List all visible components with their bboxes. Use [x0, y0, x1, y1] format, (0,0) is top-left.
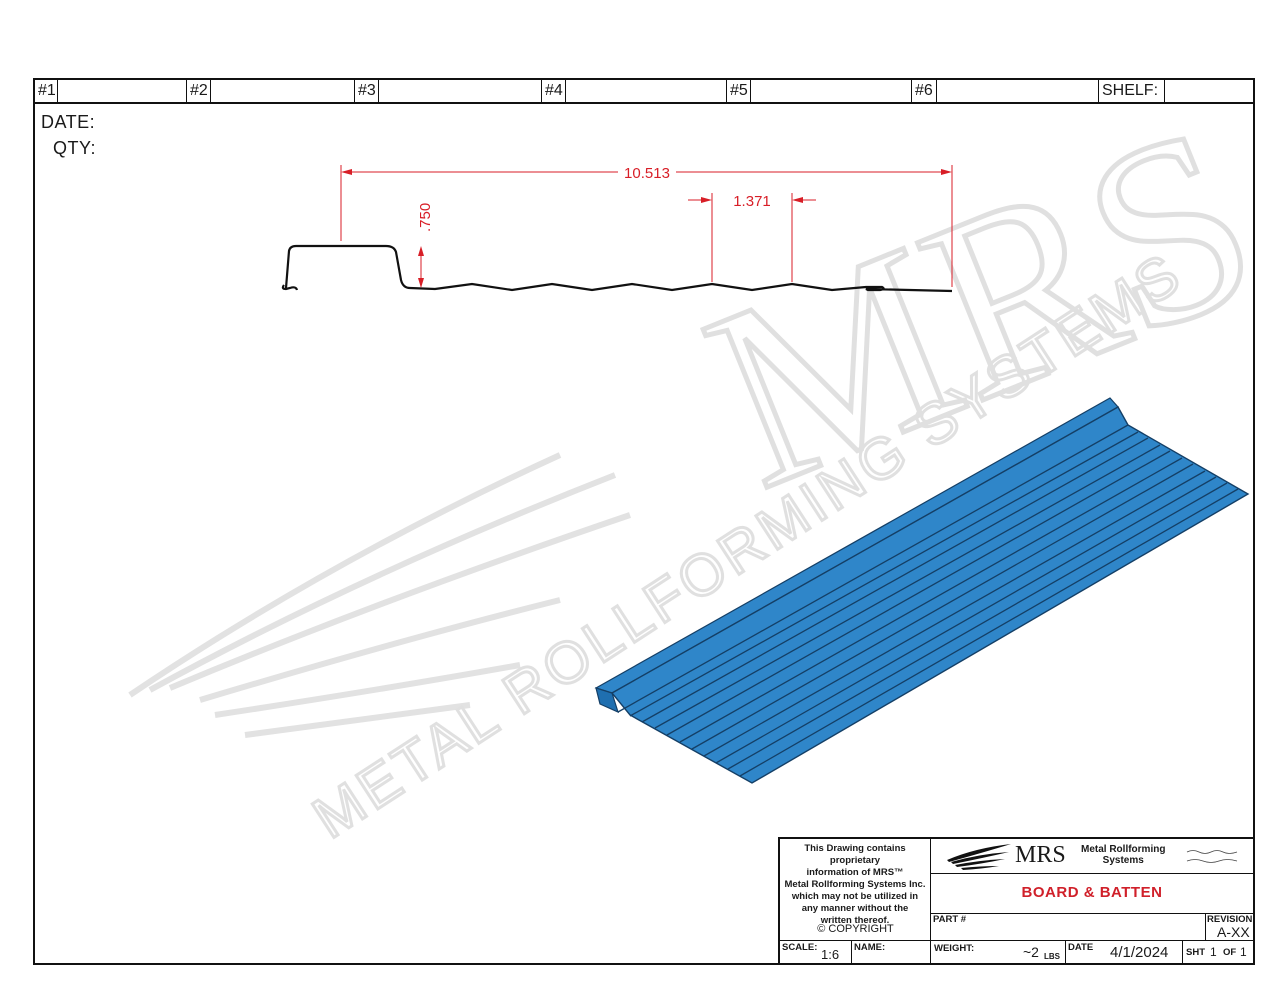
part-number-label: PART #: [933, 914, 967, 925]
watermark-swoosh: [214, 662, 521, 718]
copyright-icon: ©: [817, 923, 826, 935]
weight-value: ~2: [1023, 944, 1039, 960]
dimension-pitch-label: 1.371: [733, 193, 771, 210]
slot-5: #5: [727, 80, 912, 102]
sheet-of-label: OF: [1223, 947, 1237, 958]
dimension-height-label: .750: [417, 203, 434, 232]
scale-label: SCALE:: [782, 942, 818, 953]
mrs-swoosh-icon: [947, 844, 1011, 870]
watermark: [128, 452, 631, 738]
notice-line: information of MRS™: [806, 867, 904, 878]
watermark-swoosh: [128, 452, 562, 698]
header-slot-bar: #1 #2 #3 #4 #5 #6 SHELF:: [33, 78, 1255, 104]
title-block: This Drawing contains proprietary inform…: [778, 837, 1255, 965]
part-number-cell: PART #: [931, 913, 1206, 941]
slot-divider: [378, 80, 379, 102]
revision-cell: REVISION A-XX: [1206, 913, 1253, 941]
date-value: 4/1/2024: [1110, 944, 1169, 961]
slot-1: #1: [35, 80, 187, 102]
dimension-overall: [340, 165, 953, 287]
notice-line: This Drawing contains proprietary: [804, 843, 906, 866]
slot-divider: [565, 80, 566, 102]
slot-2: #2: [187, 80, 355, 102]
signature-scribble-icon: [1186, 850, 1238, 863]
notice-line: which may not be utilized in: [791, 891, 919, 902]
notice-line: any manner without the: [801, 903, 909, 914]
watermark-swoosh: [199, 597, 561, 703]
watermark-swoosh: [168, 512, 631, 691]
slot-divider: [750, 80, 751, 102]
slot-1-label: #1: [38, 82, 56, 99]
slot-3: #3: [355, 80, 542, 102]
slot-divider: [210, 80, 211, 102]
notice-line: Metal Rollforming Systems Inc.: [784, 879, 926, 890]
logo-subtitle: Metal Rollforming Systems: [1081, 844, 1165, 866]
copyright: © COPYRIGHT: [780, 923, 931, 935]
slot-divider: [936, 80, 937, 102]
slot-4: #4: [542, 80, 727, 102]
date-cell: DATE 4/1/2024: [1066, 941, 1183, 964]
title-block-bottom-row: SCALE: 1:6 NAME: WEIGHT: ~2 LBS DATE 4/1…: [780, 940, 1253, 964]
sheet-cell: SHT 1 OF 1: [1183, 941, 1253, 964]
name-label: NAME:: [854, 942, 886, 953]
shelf-label: SHELF:: [1102, 82, 1159, 99]
dimension-overall-label: 10.513: [624, 165, 670, 182]
slot-6: #6: [912, 80, 1099, 102]
scale-value: 1:6: [821, 947, 840, 962]
dimension-pitch: [688, 193, 816, 282]
date-label: DATE: [1068, 942, 1094, 953]
panel-corrugation-lines: [617, 424, 1239, 777]
panel-flat-surface: [610, 406, 1250, 784]
weight-cell: WEIGHT: ~2 LBS: [931, 941, 1066, 964]
company-logo-box: MRS Metal Rollforming Systems: [931, 839, 1253, 874]
watermark-swoosh: [148, 472, 617, 693]
slot-6-label: #6: [915, 82, 933, 99]
sheet-total: 1: [1240, 945, 1247, 959]
logo-text: MRS: [1015, 842, 1066, 868]
date-field-label: DATE:: [41, 112, 96, 132]
name-cell: NAME:: [852, 941, 931, 964]
proprietary-notice: This Drawing contains proprietary inform…: [780, 839, 931, 940]
scale-cell: SCALE: 1:6: [780, 941, 852, 964]
weight-label: WEIGHT:: [934, 943, 975, 954]
panel-isometric-view: [594, 397, 1250, 784]
logo-subtitle-line-2: Systems: [1102, 855, 1144, 866]
sheet-number: 1: [1210, 945, 1217, 959]
slot-2-label: #2: [190, 82, 208, 99]
sheet-label: SHT: [1186, 947, 1205, 958]
slot-3-label: #3: [358, 82, 376, 99]
panel-profile-section: [281, 244, 953, 293]
drawing-title: BOARD & BATTEN: [931, 873, 1253, 914]
watermark-swoosh: [244, 702, 471, 738]
slot-4-label: #4: [545, 82, 563, 99]
dimension-height: [418, 246, 424, 288]
slot-5-label: #5: [730, 82, 748, 99]
revision-value: A-XX: [1217, 924, 1250, 940]
weight-unit: LBS: [1044, 952, 1060, 961]
qty-field-label: QTY:: [53, 138, 97, 158]
logo-subtitle-line-1: Metal Rollforming: [1081, 844, 1166, 855]
shelf-slot: SHELF:: [1099, 80, 1165, 102]
revision-label: REVISION: [1207, 914, 1253, 925]
copyright-label: COPYRIGHT: [828, 923, 894, 935]
notice-line: written thereof.: [820, 915, 890, 926]
slot-divider: [57, 80, 58, 102]
